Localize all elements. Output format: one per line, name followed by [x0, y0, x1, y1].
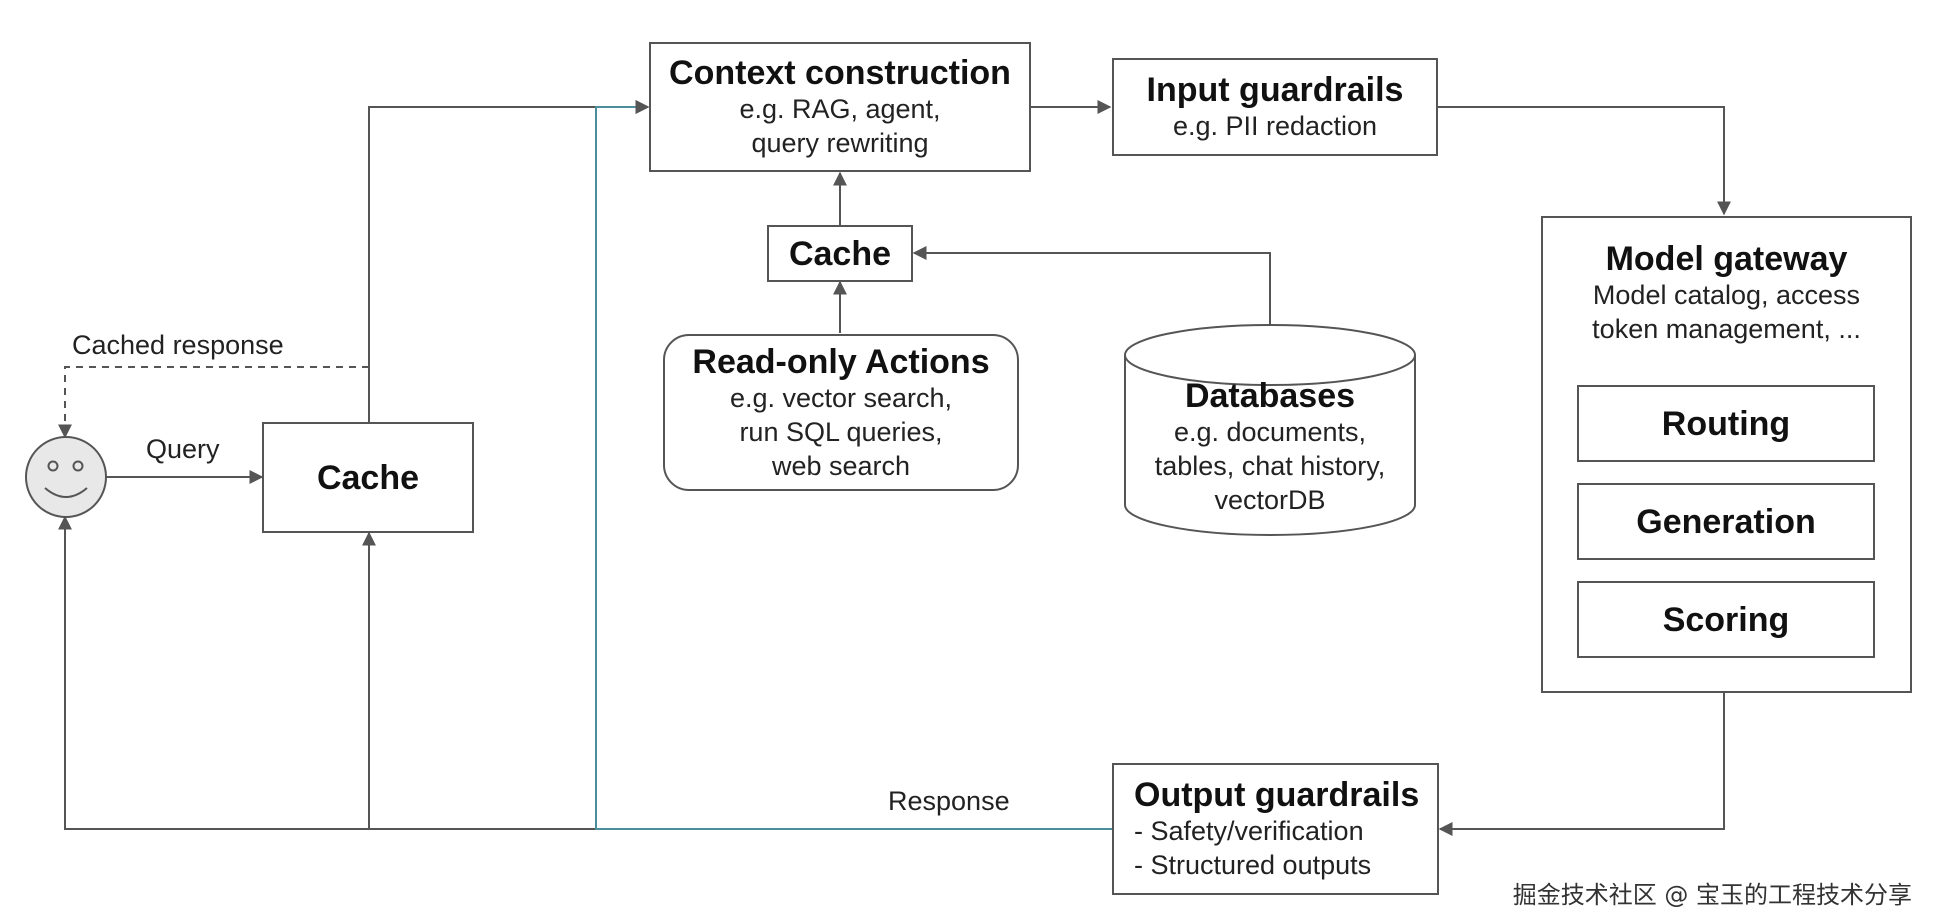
read-only-actions-line-3: web search [771, 450, 911, 481]
read-only-actions-box: Read-only Actions e.g. vector search, ru… [663, 334, 1019, 491]
response-label: Response [888, 786, 1010, 816]
databases-title: Databases [1184, 377, 1356, 415]
gateway-to-output-guardrails-arrow [1438, 692, 1725, 836]
cache-top-title: Cache [788, 234, 892, 273]
cached-response-arrow [58, 366, 369, 439]
databases-to-cache-arrow [912, 246, 1271, 330]
context-construction-line-1: e.g. RAG, agent, [739, 94, 941, 124]
input-guardrails-line-1: e.g. PII redaction [1172, 111, 1378, 141]
input-guardrails-title: Input guardrails [1146, 71, 1404, 109]
input-guardrails-to-gateway-arrow [1437, 106, 1731, 216]
cache-main-box: Cache [262, 422, 474, 533]
response-path-teal [595, 100, 1112, 830]
read-only-actions-line-1: e.g. vector search, [729, 382, 953, 413]
output-guardrails-box: Output guardrails - Safety/verification … [1112, 763, 1439, 895]
routing-label: Routing [1661, 404, 1791, 443]
cache-to-context-arrow [368, 100, 650, 424]
read-only-actions-title: Read-only Actions [692, 342, 990, 381]
model-gateway-line-1: Model catalog, access [1592, 280, 1861, 310]
watermark-text: 掘金技术社区 @ 宝玉的工程技术分享 [1512, 881, 1912, 909]
read-only-actions-line-2: run SQL queries, [739, 416, 943, 447]
model-gateway-title: Model gateway [1605, 240, 1848, 278]
output-guardrails-line-2: - Structured outputs [1134, 850, 1372, 880]
response-path-grey [58, 515, 596, 830]
model-gateway-line-2: token management, ... [1592, 314, 1861, 344]
cached-response-label: Cached response [72, 330, 284, 360]
cache-main-title: Cache [316, 458, 420, 497]
databases-line-2: tables, chat history, [1154, 451, 1386, 481]
databases-box: Databases e.g. documents, tables, chat h… [1127, 372, 1413, 522]
smiley-face-icon [25, 436, 107, 518]
context-construction-box: Context construction e.g. RAG, agent, qu… [649, 42, 1031, 172]
input-guardrails-box: Input guardrails e.g. PII redaction [1112, 58, 1438, 156]
output-guardrails-line-1: - Safety/verification [1134, 816, 1364, 846]
query-label: Query [146, 434, 220, 464]
databases-line-3: vectorDB [1214, 485, 1326, 515]
generation-box: Generation [1577, 483, 1875, 560]
context-construction-title: Context construction [669, 54, 1011, 92]
generation-label: Generation [1636, 502, 1816, 541]
databases-line-1: e.g. documents, [1173, 417, 1367, 447]
cache-top-box: Cache [767, 225, 913, 282]
output-guardrails-title: Output guardrails [1134, 776, 1420, 814]
database-cylinder-shape [1124, 324, 1416, 536]
scoring-box: Scoring [1577, 581, 1875, 658]
model-gateway-box: Model gateway Model catalog, access toke… [1541, 216, 1912, 693]
routing-box: Routing [1577, 385, 1875, 462]
scoring-label: Scoring [1662, 600, 1790, 639]
context-construction-line-2: query rewriting [751, 128, 929, 158]
